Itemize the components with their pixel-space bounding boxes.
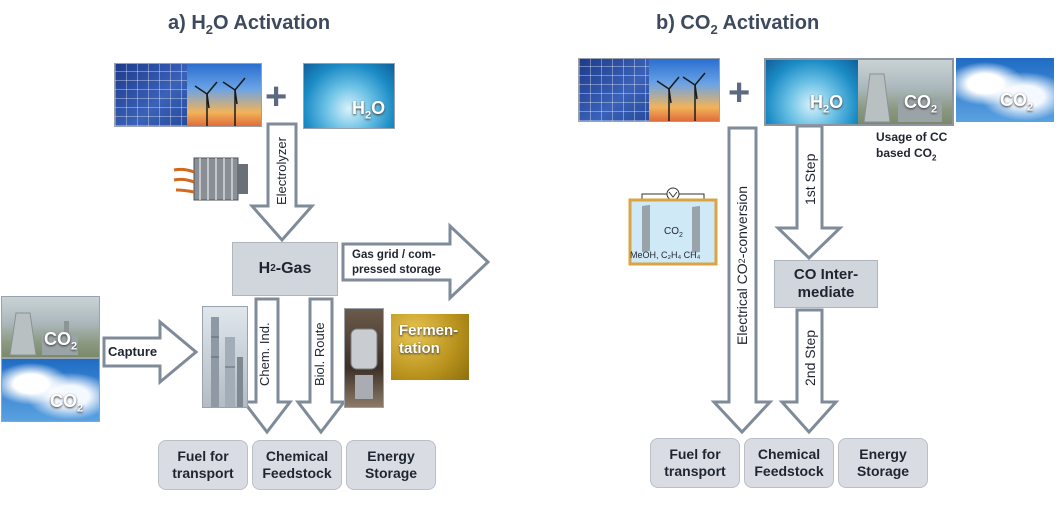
co2-plant-label-b: CO2 <box>904 92 938 116</box>
cell-co2-label: CO2 <box>664 226 683 239</box>
water-image-label: H2O <box>352 98 386 122</box>
fermentation-image: Fermen- tation <box>391 314 469 380</box>
electrolyzer-label: Electrolyzer <box>274 137 289 205</box>
gas-grid-label: Gas grid / com- pressed storage <box>352 249 441 276</box>
panel-b-title: b) CO2 Activation <box>656 12 820 37</box>
bioreactor-image <box>344 308 384 408</box>
co2-sky-label: CO2 <box>50 391 84 415</box>
h2o-label-b: H2O <box>810 92 844 116</box>
chem-ind-label: Chem. Ind. <box>257 322 272 386</box>
plus-sign-a: + <box>265 76 288 118</box>
co-intermediate-box: CO Inter-mediate <box>774 260 878 308</box>
chem-ind-arrow <box>240 297 294 435</box>
water-drop-image: H2O <box>303 63 395 129</box>
gas-grid-arrow <box>341 222 491 302</box>
solar-wind-image-b <box>578 58 720 122</box>
sky-clouds-image: CO2 <box>1 358 100 422</box>
chemical-plant-image <box>202 306 248 408</box>
electrical-conversion-label: Electrical CO2-conversion <box>734 185 750 345</box>
fermentation-label: Fermen- tation <box>399 322 459 357</box>
second-step-label: 2nd Step <box>802 329 818 387</box>
capture-label: Capture <box>108 344 158 359</box>
cooling-tower-icon <box>9 312 78 356</box>
sky-clouds-image-b: CO2 <box>956 58 1054 122</box>
plus-sign-b: + <box>728 72 751 114</box>
biol-route-label: Biol. Route <box>312 322 327 386</box>
refinery-icon <box>211 317 243 407</box>
cell-products-label: MeOH, C₂H₄ CH₄ <box>630 250 701 260</box>
electrolyzer-device-image <box>172 150 252 210</box>
cooling-tower-icon-b <box>863 73 942 123</box>
power-plant-image: CO2 <box>1 296 100 358</box>
capture-arrow <box>102 318 199 386</box>
electrochemical-cell-image: CO2 MeOH, C₂H₄ CH₄ <box>628 186 718 268</box>
first-step-arrow <box>774 124 844 261</box>
panel-a-title: a) H2O Activation <box>168 12 331 37</box>
co2-plant-label: CO2 <box>44 329 78 353</box>
co2-sky-label-b: CO2 <box>1000 90 1034 114</box>
wind-turbine-icon <box>194 77 246 126</box>
h2o-co2-image: H2O CO2 <box>764 58 954 126</box>
biol-route-arrow <box>294 297 348 435</box>
wind-turbine-icon-b <box>656 72 706 121</box>
second-step-arrow <box>778 308 840 435</box>
usage-cc-label: Usage of CC based CO2 <box>876 130 948 162</box>
first-step-label: 1st Step <box>802 153 818 205</box>
solar-wind-image <box>114 63 262 127</box>
reactor-icon <box>350 328 378 399</box>
electrical-conversion-arrow <box>710 126 774 435</box>
electrolyzer-arrow <box>248 122 316 243</box>
